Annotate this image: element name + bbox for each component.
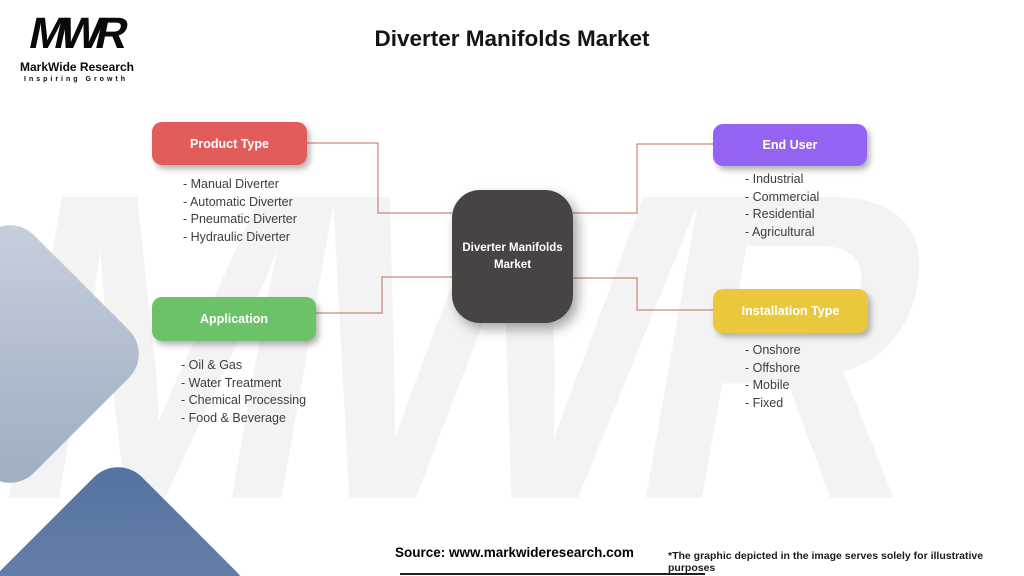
list-item: - Commercial xyxy=(745,189,820,204)
list-item: - Chemical Processing xyxy=(181,393,307,408)
center-node: Diverter Manifolds Market xyxy=(452,190,573,323)
branch-list-installation-type: - Onshore - Offshore - Mobile - Fixed xyxy=(745,342,801,412)
list-item: - Oil & Gas xyxy=(181,358,243,372)
branch-label: End User xyxy=(762,138,818,152)
branch-list-product-type: - Manual Diverter - Automatic Diverter -… xyxy=(183,176,297,246)
list-item: - Automatic Diverter xyxy=(183,194,293,209)
disclaimer-text: *The graphic depicted in the image serve… xyxy=(668,550,984,574)
list-item: - Onshore xyxy=(745,343,801,357)
connector-installation-type xyxy=(573,277,713,311)
branch-pill-end-user: End User xyxy=(713,124,867,166)
connector-end-user xyxy=(573,143,713,214)
branch-pill-application: Application xyxy=(152,297,316,341)
list-item: - Mobile xyxy=(745,378,790,393)
list-item: - Agricultural xyxy=(745,224,815,239)
list-item: - Fixed xyxy=(745,395,784,410)
logo: MWR MarkWide Research Inspiring Growth xyxy=(20,8,134,83)
list-item: - Food & Beverage xyxy=(181,410,286,425)
branch-list-end-user: - Industrial - Commercial - Residential … xyxy=(745,171,819,241)
source-text: Source: www.markwideresearch.com xyxy=(395,545,634,560)
logo-company-name: MarkWide Research xyxy=(20,59,134,74)
list-item: - Hydraulic Diverter xyxy=(183,229,290,244)
center-node-label: Diverter Manifolds Market xyxy=(462,241,563,271)
connector-application xyxy=(316,276,452,314)
logo-tagline: Inspiring Growth xyxy=(24,75,128,83)
list-item: - Industrial xyxy=(745,172,804,186)
bottom-edge-bar xyxy=(400,573,705,575)
branch-pill-installation-type: Installation Type xyxy=(713,289,868,333)
branch-label: Installation Type xyxy=(741,304,840,318)
branch-pill-product-type: Product Type xyxy=(152,122,307,165)
list-item: - Manual Diverter xyxy=(183,177,279,191)
page-title: Diverter Manifolds Market xyxy=(374,26,650,51)
branch-list-application: - Oil & Gas - Water Treatment - Chemical… xyxy=(181,357,306,427)
branch-label: Application xyxy=(199,312,269,326)
list-item: - Residential xyxy=(745,207,815,222)
branch-label: Product Type xyxy=(190,136,269,151)
list-item: - Offshore xyxy=(745,360,801,375)
list-item: - Water Treatment xyxy=(181,375,282,390)
list-item: - Pneumatic Diverter xyxy=(183,212,297,227)
connector-product-type xyxy=(307,142,452,214)
